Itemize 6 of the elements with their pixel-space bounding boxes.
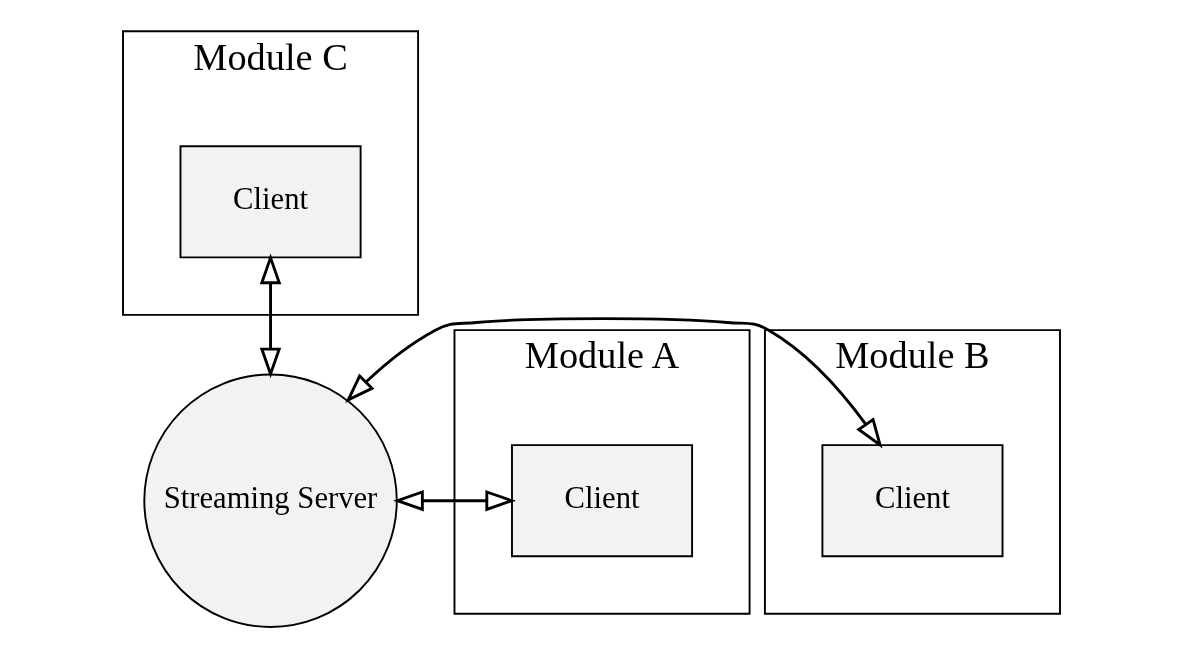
- arrow: [344, 317, 883, 449]
- arrow: [259, 253, 281, 379]
- node-box: Client: [179, 145, 362, 259]
- arrow: [392, 489, 516, 512]
- node-box: Client: [510, 444, 693, 558]
- node-box: Client: [820, 444, 1003, 558]
